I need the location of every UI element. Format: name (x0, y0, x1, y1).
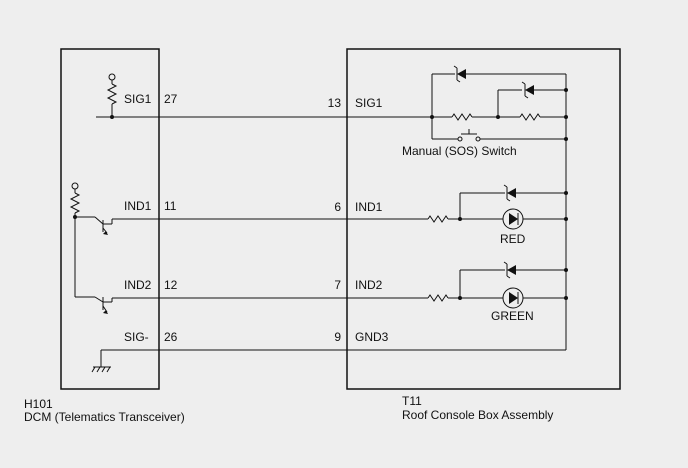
left-pin-label-ind1: IND1 (124, 199, 152, 213)
right-pin-number-13: 13 (328, 96, 342, 110)
green-led-label: GREEN (491, 309, 534, 323)
right-module-code: T11 (402, 394, 422, 408)
dcm-ground-symbol (91, 350, 111, 373)
left-pin-number-27: 27 (164, 92, 178, 106)
left-pin-number-26: 26 (164, 330, 178, 344)
manual-sos-switch-network (430, 65, 568, 142)
right-module-name: Roof Console Box Assembly (402, 408, 553, 422)
right-pin-number-7: 7 (334, 278, 341, 292)
left-module-code: H101 (24, 397, 53, 411)
left-pin-number-11: 11 (164, 199, 177, 213)
dcm-ind2-transistor (75, 296, 112, 314)
left-pin-label-ind2: IND2 (124, 278, 152, 292)
red-led-network (427, 184, 568, 230)
right-pin-label-ind2: IND2 (355, 278, 383, 292)
left-pin-label-sig-minus: SIG- (124, 330, 149, 344)
left-pin-label-sig1: SIG1 (124, 92, 152, 106)
interconnect-wires (96, 116, 566, 351)
switch-label: Manual (SOS) Switch (402, 144, 517, 158)
right-pin-label-ind1: IND1 (355, 200, 383, 214)
green-led-network (427, 261, 568, 309)
right-pin-number-6: 6 (334, 200, 341, 214)
dcm-sig1-circuit (106, 73, 118, 119)
right-pin-number-9: 9 (334, 330, 341, 344)
right-pin-label-gnd3: GND3 (355, 330, 389, 344)
right-pin-label-sig1: SIG1 (355, 96, 383, 110)
dcm-ind1-transistor (69, 182, 112, 297)
red-led-label: RED (500, 232, 526, 246)
left-pin-number-12: 12 (164, 278, 178, 292)
left-module-name: DCM (Telematics Transceiver) (24, 410, 185, 424)
